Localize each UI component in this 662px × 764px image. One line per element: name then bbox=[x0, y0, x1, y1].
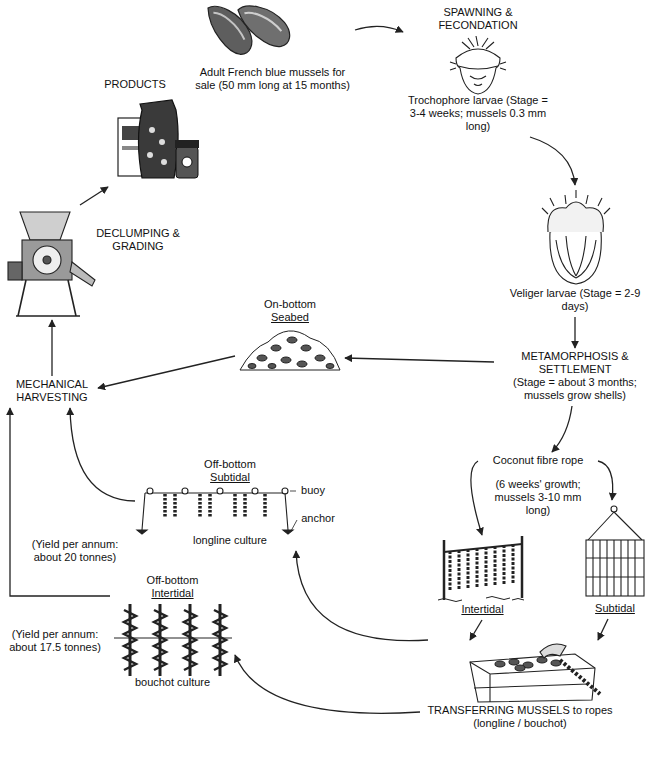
stage-title: PRODUCTS bbox=[72, 78, 198, 91]
yield-note: (Yield per annum: about 20 tonnes) bbox=[20, 538, 130, 564]
figure-space bbox=[72, 91, 198, 183]
culture-stage: On-bottomSeabed bbox=[235, 296, 345, 376]
stage-title: Off-bottom bbox=[112, 574, 233, 587]
flow-arrow bbox=[345, 358, 494, 362]
grader-illustration bbox=[8, 212, 95, 316]
flow-arrow bbox=[355, 26, 403, 32]
flow-arrow bbox=[98, 356, 235, 388]
flow-arrow bbox=[552, 406, 572, 452]
flow-arrow bbox=[598, 619, 608, 640]
larva-stage: Veliger larvae (Stage = 2-9 days) bbox=[505, 185, 645, 317]
figure-space bbox=[93, 207, 183, 227]
transfer-stage: TRANSFERRING MUSSELS to ropes (longline … bbox=[420, 640, 620, 734]
products-illustration bbox=[118, 100, 199, 178]
figure-space bbox=[442, 537, 523, 603]
flow-arrow bbox=[471, 461, 482, 535]
grading-stage: DECLUMPING & GRADING bbox=[5, 205, 185, 320]
flow-arrow bbox=[574, 317, 575, 348]
mussel-illustration bbox=[207, 0, 295, 60]
stage-title: Intertidal bbox=[442, 603, 523, 616]
stage-text: bouchot culture bbox=[112, 676, 233, 689]
figure-space bbox=[507, 187, 643, 287]
figure-space bbox=[137, 484, 323, 534]
flow-arrow bbox=[70, 408, 135, 501]
flow-arrow bbox=[10, 408, 110, 596]
veliger-illustration bbox=[542, 190, 610, 284]
figure-space bbox=[405, 32, 551, 94]
stage-text: Subtidal bbox=[137, 471, 323, 484]
flow-arrow bbox=[80, 187, 108, 205]
trochophore-illustration bbox=[450, 36, 506, 94]
stage-title: On-bottom bbox=[237, 298, 343, 311]
stage-title: Veliger larvae (Stage = 2-9 days) bbox=[507, 287, 643, 313]
stage-title: MECHANICAL HARVESTING bbox=[8, 378, 96, 404]
stage-title: Subtidal bbox=[577, 602, 653, 615]
culture-stage: Off-bottomSubtidal longline culture bbox=[135, 456, 325, 551]
part-label: anchor bbox=[298, 512, 338, 525]
figure-space bbox=[192, 2, 353, 66]
subtidal-crate-illustration bbox=[586, 506, 644, 596]
rope-stage: Coconut fibre rope bbox=[478, 452, 598, 471]
part-label: buoy bbox=[298, 484, 328, 497]
stage-title: Off-bottom bbox=[137, 458, 323, 471]
growth-note: (6 weeks' growth; mussels 3-10 mm long) bbox=[490, 478, 586, 517]
collector-stage: Subtidal bbox=[575, 500, 655, 619]
seabed-illustration bbox=[240, 331, 340, 370]
figure-space bbox=[577, 502, 653, 602]
stage-title: METAMORPHOSIS & SETTLEMENT bbox=[496, 350, 654, 376]
flow-arrow bbox=[51, 320, 52, 376]
stage-title: SPAWNING & FECONDATION bbox=[405, 6, 551, 32]
stage-text: Trochophore larvae (Stage = 3-4 weeks; m… bbox=[405, 94, 551, 133]
stage-text: longline culture bbox=[137, 534, 323, 547]
stage-title: DECLUMPING & GRADING bbox=[93, 227, 183, 253]
culture-stage: Off-bottomIntertidal bouchot culture bbox=[110, 572, 235, 693]
transfer-crate-illustration bbox=[470, 644, 600, 702]
products-stage: PRODUCTS bbox=[70, 76, 200, 187]
flow-arrow bbox=[470, 620, 482, 640]
harvest-stage: MECHANICAL HARVESTING bbox=[6, 376, 98, 408]
figure-space bbox=[237, 324, 343, 372]
adult-stage: Adult French blue mussels for sale (50 m… bbox=[190, 0, 355, 96]
stage-title: Adult French blue mussels for sale (50 m… bbox=[192, 66, 353, 92]
settlement-stage: METAMORPHOSIS & SETTLEMENT(Stage = about… bbox=[494, 348, 656, 406]
larva-stage: SPAWNING & FECONDATION Trochophore larvae… bbox=[403, 4, 553, 137]
stage-text: Seabed bbox=[237, 311, 343, 324]
flow-arrow bbox=[530, 137, 575, 185]
figure-space bbox=[422, 642, 618, 704]
intertidal-rack-illustration bbox=[438, 536, 524, 602]
flow-arrow bbox=[296, 551, 428, 641]
flow-arrow bbox=[235, 655, 420, 713]
longline-illustration bbox=[137, 488, 297, 534]
bouchot-illustration bbox=[114, 604, 232, 676]
stage-text: Intertidal bbox=[112, 587, 233, 600]
stage-title: TRANSFERRING MUSSELS to ropes (longline … bbox=[422, 704, 618, 730]
flow-arrow bbox=[598, 461, 613, 500]
yield-note: (Yield per annum: about 17.5 tonnes) bbox=[2, 628, 108, 654]
collector-stage: Intertidal bbox=[440, 535, 525, 620]
figure-space bbox=[112, 600, 233, 676]
stage-text: (Stage = about 3 months; mussels grow sh… bbox=[496, 376, 654, 402]
stage-title: Coconut fibre rope bbox=[480, 454, 596, 467]
